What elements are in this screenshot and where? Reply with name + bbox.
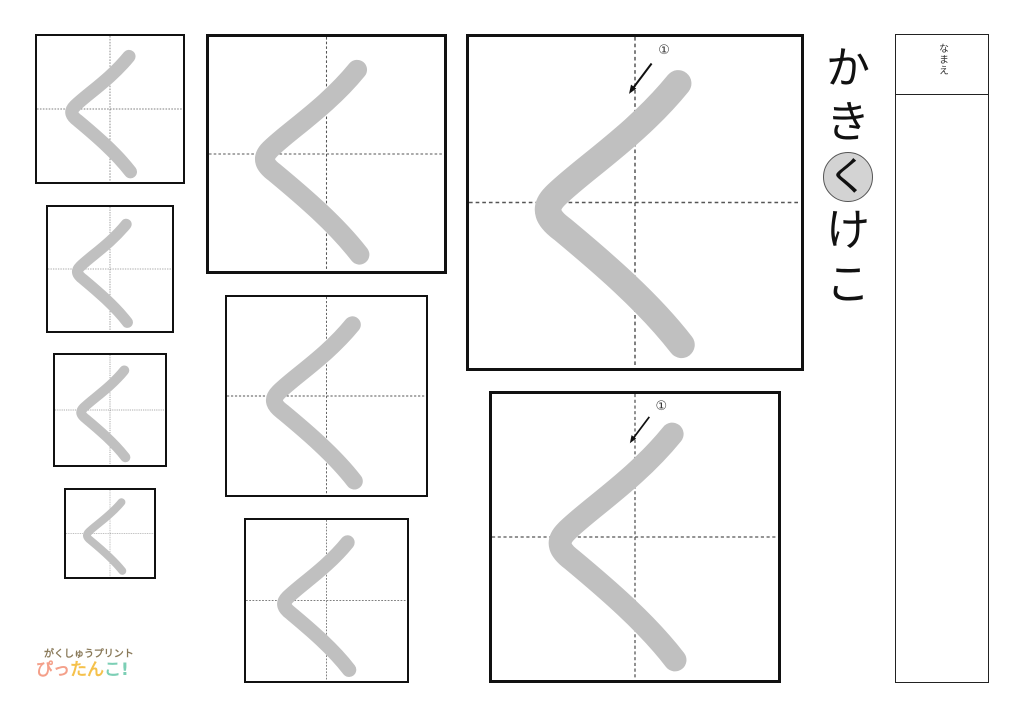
kana-ki: き bbox=[826, 97, 870, 148]
logo-char: ん bbox=[87, 660, 104, 680]
kana-ka: か bbox=[826, 43, 870, 94]
practice-box-i-model: ① bbox=[489, 391, 781, 683]
logo-subtitle: がくしゅうプリント bbox=[44, 649, 134, 660]
character-trace-icon bbox=[48, 207, 172, 331]
character-trace-icon bbox=[209, 37, 444, 271]
character-trace-icon bbox=[469, 37, 801, 368]
practice-box-h-model: ① bbox=[466, 34, 804, 371]
kana-row-title: か き く け こ bbox=[818, 42, 878, 312]
character-trace-icon bbox=[227, 297, 426, 495]
name-label: なまえ bbox=[936, 43, 948, 76]
character-trace-icon bbox=[246, 520, 407, 681]
logo-char: こ bbox=[104, 660, 121, 680]
practice-box-e[interactable] bbox=[206, 34, 447, 274]
practice-box-c[interactable] bbox=[53, 353, 167, 467]
practice-box-a[interactable] bbox=[35, 34, 185, 184]
character-trace-icon bbox=[55, 355, 165, 465]
kana-ko: こ bbox=[826, 259, 870, 310]
logo-char: っ bbox=[53, 660, 70, 680]
character-trace-icon bbox=[492, 394, 778, 680]
practice-box-f[interactable] bbox=[225, 295, 428, 497]
logo-title: ぴったんこ! bbox=[36, 660, 136, 680]
name-field[interactable]: なまえ bbox=[895, 34, 989, 683]
logo-char: た bbox=[70, 660, 87, 680]
kana-ke: け bbox=[826, 205, 870, 256]
practice-box-g[interactable] bbox=[244, 518, 409, 683]
logo-char: ! bbox=[121, 660, 129, 680]
name-field-header: なまえ bbox=[896, 35, 988, 95]
kana-ku-highlighted: く bbox=[823, 152, 873, 202]
logo: がくしゅうプリント ぴったんこ! bbox=[36, 645, 136, 680]
practice-box-d[interactable] bbox=[64, 488, 156, 579]
stroke-order-marker: ① bbox=[658, 42, 670, 58]
practice-box-b[interactable] bbox=[46, 205, 174, 333]
logo-char: ぴ bbox=[36, 660, 53, 680]
character-trace-icon bbox=[66, 490, 154, 577]
stroke-order-marker: ① bbox=[655, 398, 668, 414]
character-trace-icon bbox=[37, 36, 183, 182]
